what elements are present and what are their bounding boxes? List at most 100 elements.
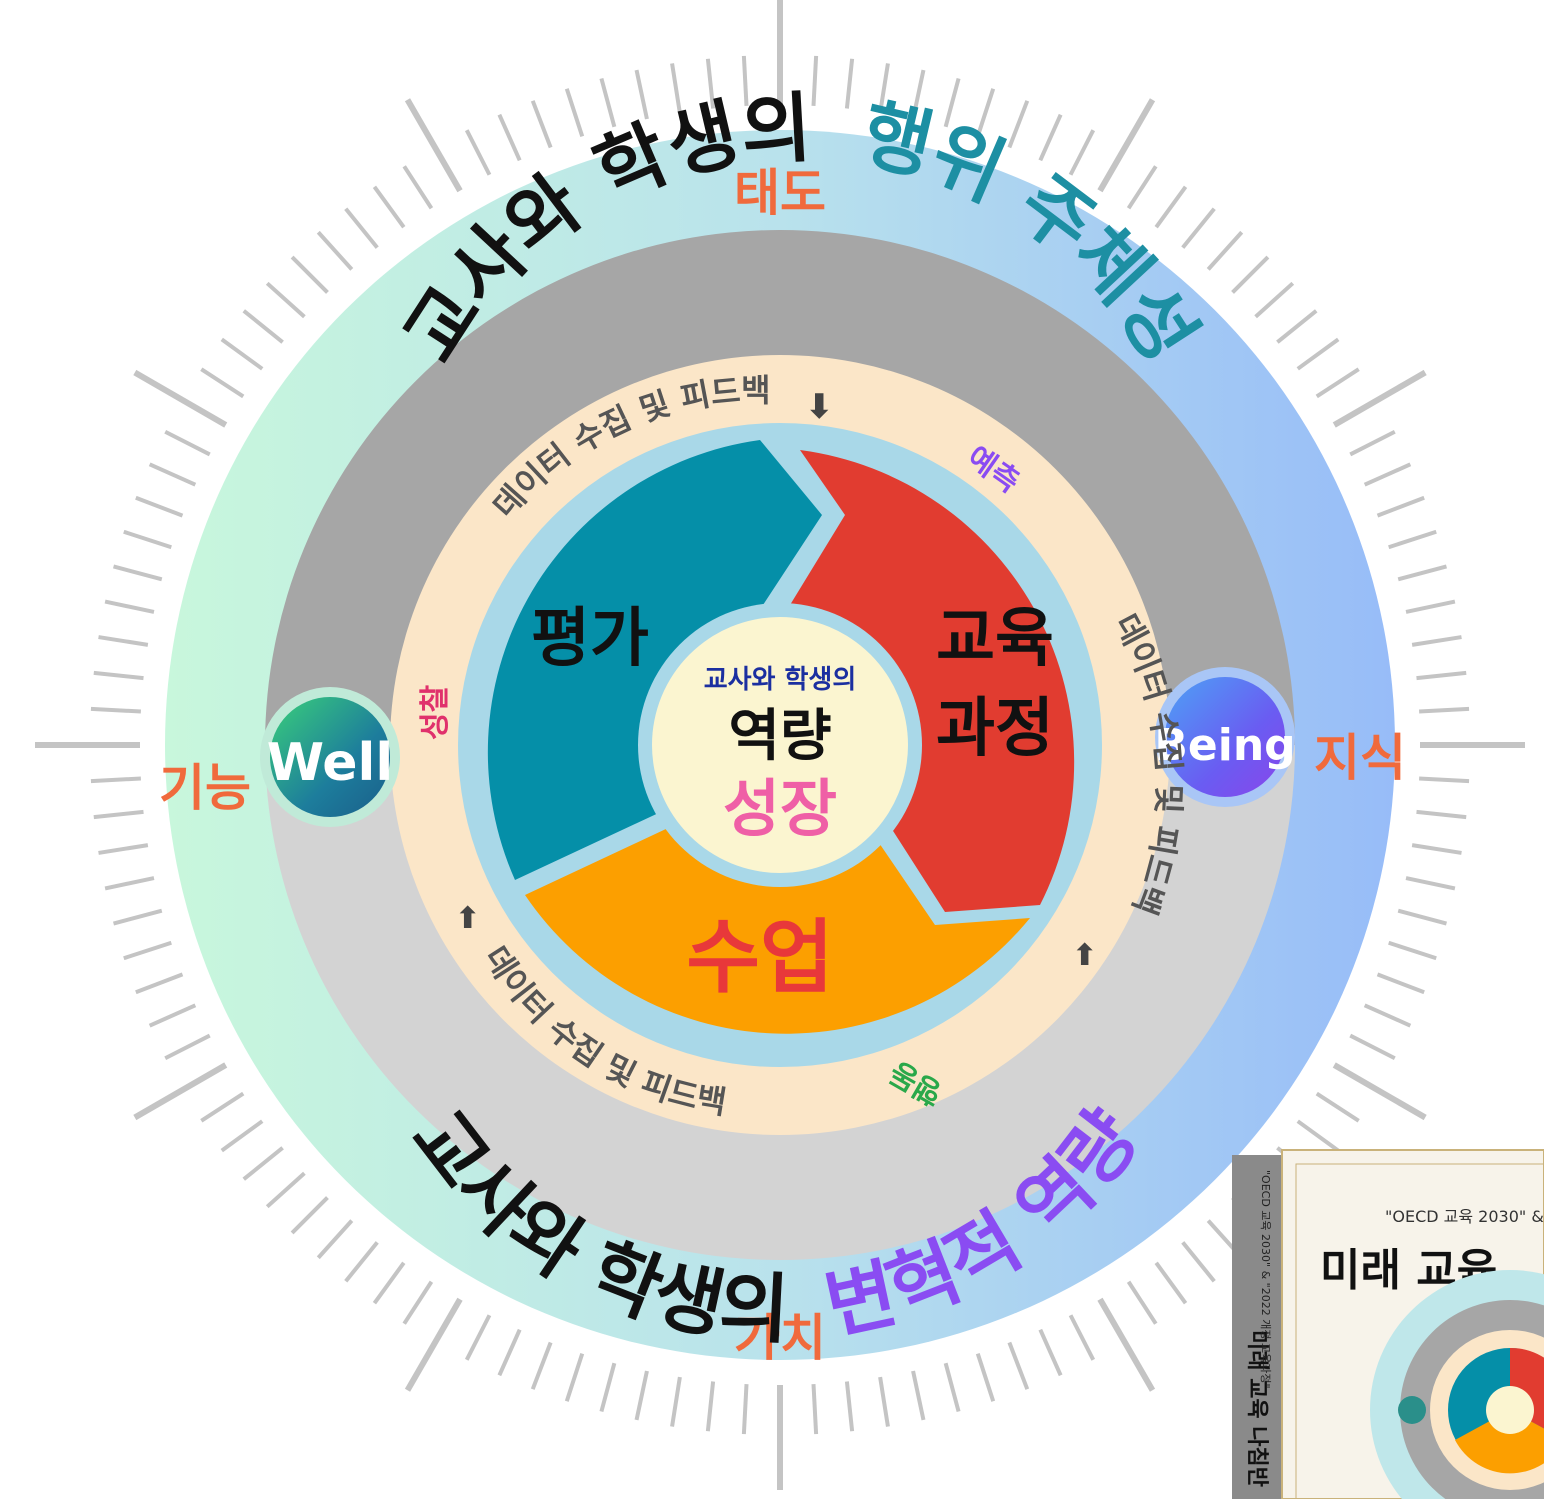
minor-tick [670,63,682,114]
center-title: 역량 [728,704,831,769]
minor-tick [372,1261,406,1305]
major-tick [1097,1297,1156,1392]
minor-tick [1126,165,1158,210]
major-tick [133,1062,228,1121]
label-lesson: 수업 [686,911,833,1004]
minor-tick [1376,495,1425,518]
minor-tick [135,495,184,518]
minor-tick [220,337,264,371]
segment-evaluation [487,440,822,880]
minor-tick [1405,876,1456,891]
minor-tick [1296,1119,1340,1153]
minor-tick [98,843,149,855]
minor-tick [464,1314,492,1361]
minor-tick [1388,529,1437,550]
minor-tick [1154,185,1188,229]
minor-tick [90,776,141,784]
minor-tick [164,1033,211,1061]
minor-tick [497,113,522,162]
mini-center [1486,1386,1534,1434]
minor-tick [290,255,329,294]
minor-tick [135,972,184,995]
minor-tick [112,564,163,582]
minor-tick [290,1196,329,1235]
minor-tick [911,69,926,120]
minor-tick [1038,1328,1063,1377]
minor-tick [93,809,144,820]
minor-tick [497,1328,522,1377]
minor-tick [634,1370,649,1421]
minor-tick [741,1384,749,1435]
minor-tick [705,1381,716,1432]
major-tick [1332,1062,1427,1121]
arrow-up-left-icon: ⬆ [455,901,480,936]
minor-tick [911,1370,926,1421]
minor-tick [104,876,155,891]
book-spine-tagline: "OECD 교육 2030" & "2022 개정 교육과정" [1259,1170,1272,1389]
minor-tick [1405,599,1456,614]
major-tick [404,98,463,193]
minor-tick [844,1381,855,1432]
minor-tick [1315,367,1360,399]
mini-well [1398,1396,1426,1424]
minor-tick [464,129,492,176]
minor-tick [1007,100,1030,149]
minor-tick [1181,1241,1216,1283]
minor-tick [372,185,406,229]
book-cover: "OECD 교육 2030" & "2022 미래 교육 미래 교육 나침반 "… [1232,1149,1544,1499]
center-circle [652,617,908,873]
minor-tick [148,462,197,487]
minor-tick [242,309,284,344]
minor-tick [1419,776,1470,784]
minor-tick [112,908,163,926]
arrow-up-icon: ⬆ [1072,938,1097,973]
segment-curriculum [790,450,1075,912]
label-reflect: 성찰 [418,684,453,740]
minor-tick [1349,1033,1396,1061]
minor-tick [530,1341,553,1390]
minor-tick [1126,1280,1158,1325]
minor-tick [530,100,553,149]
center-subtitle: 교사와 학생의 [704,665,857,695]
minor-tick [316,1219,354,1260]
minor-tick [943,1362,961,1413]
minor-tick [93,670,144,681]
minor-tick [878,63,890,114]
minor-tick [705,58,716,109]
minor-tick [1206,230,1244,271]
minor-tick [1397,908,1448,926]
minor-tick [402,165,434,210]
minor-tick [402,1280,434,1325]
minor-tick [1181,207,1216,249]
minor-tick [98,635,149,647]
minor-tick [975,1353,996,1402]
minor-tick [265,281,306,319]
minor-tick [1068,129,1096,176]
minor-tick [1419,706,1470,714]
book-tagline: "OECD 교육 2030" & "2022 [1385,1207,1544,1226]
minor-tick [1296,337,1340,371]
minor-tick [1038,113,1063,162]
segment-lesson [525,812,1030,1034]
arrow-down-icon: ⬇ [805,387,834,427]
minor-tick [123,940,172,961]
minor-tick [564,1353,585,1402]
minor-tick [844,58,855,109]
well-badge [270,697,390,817]
label-value: 가치 [734,1309,826,1367]
minor-tick [564,88,585,137]
label-curriculum-2: 과정 [936,692,1054,766]
minor-tick [1154,1261,1188,1305]
minor-tick [1276,309,1318,344]
book-spine-title: 미래 교육 나침반 [1244,1330,1269,1487]
minor-tick [878,1376,890,1427]
minor-tick [741,55,749,106]
label-skill: 기능 [159,759,251,817]
minor-tick [1068,1314,1096,1361]
major-tick [404,1297,463,1392]
minor-tick [316,230,354,271]
minor-tick [1416,670,1467,681]
minor-tick [1254,281,1295,319]
center-highlight: 성장 [723,772,837,845]
being-label: Being [1154,720,1295,771]
